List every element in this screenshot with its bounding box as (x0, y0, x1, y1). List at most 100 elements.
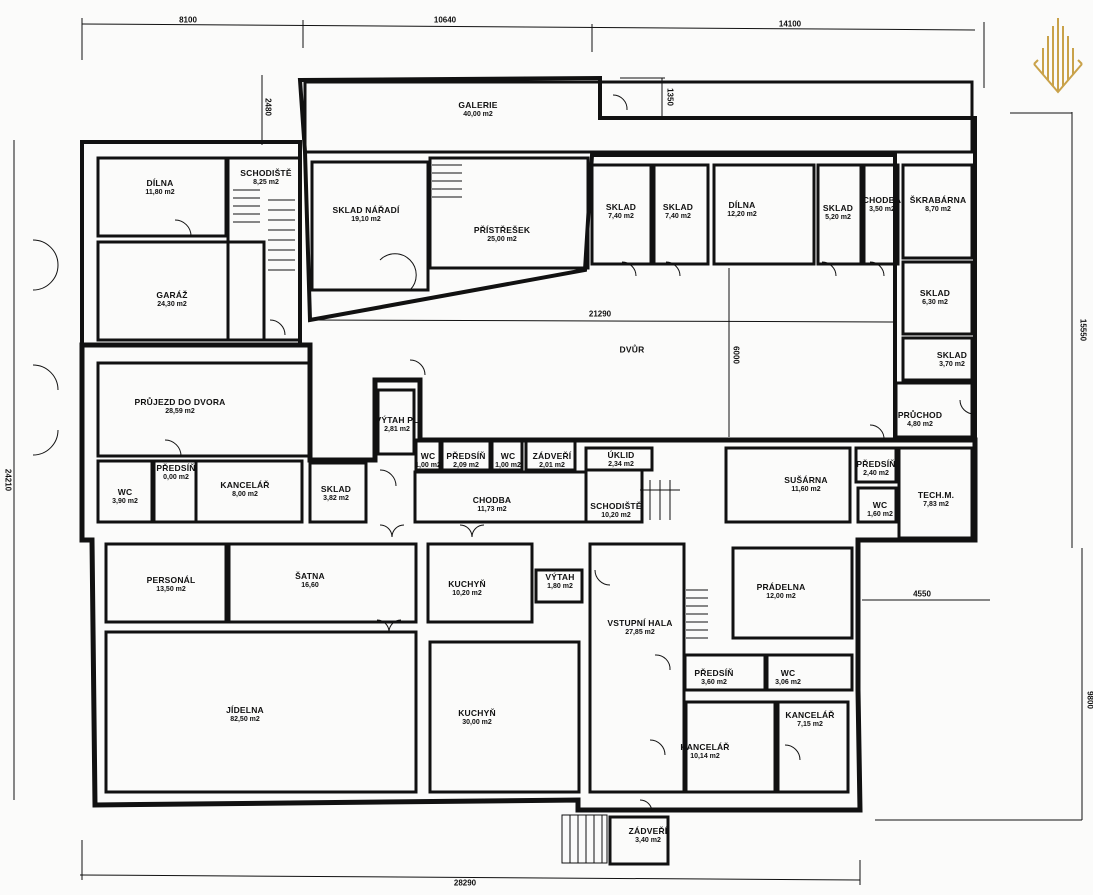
room-area: 40,00 m2 (463, 111, 493, 118)
room-wall (414, 438, 442, 472)
room-wall (776, 700, 850, 794)
outer-wall-courtyard-wing (297, 75, 977, 442)
room-area: 8,25 m2 (253, 179, 279, 186)
room-name: ŠATNA (295, 571, 325, 581)
room-area: 12,20 m2 (727, 211, 757, 218)
room-wall (227, 542, 418, 624)
room-wall (684, 700, 777, 794)
room-name: VSTUPNÍ HALA (607, 618, 673, 628)
room-wall (96, 240, 266, 342)
dimension-label: 21290 (588, 309, 612, 319)
room-area: 11,73 m2 (477, 506, 507, 513)
room-wall (712, 163, 816, 266)
room-wall (194, 459, 304, 524)
room-name: KUCHYŇ (458, 708, 496, 718)
room-area: 2,34 m2 (608, 461, 634, 468)
room-area: 2,40 m2 (863, 470, 889, 477)
room-area: 30,00 m2 (462, 719, 492, 726)
room-wall (310, 160, 430, 292)
room-name: VÝTAH (545, 572, 575, 582)
room-area: 13,50 m2 (156, 586, 186, 593)
room-name: SKLAD (662, 202, 694, 212)
room-name: CHODBA (472, 495, 512, 505)
room-name: ZÁDVEŘÍ (628, 826, 668, 836)
room-area: 6,30 m2 (922, 299, 948, 306)
room-name: ÚKLID (607, 450, 635, 460)
room-wall (308, 461, 368, 524)
room-wall (901, 163, 974, 260)
room-area: 25,00 m2 (487, 236, 517, 243)
room-area: 2,01 m2 (539, 462, 565, 469)
room-name: PERSONÁL (146, 575, 196, 585)
room-name: PŘEDSÍŇ (694, 668, 734, 678)
room-name: PŘEDSÍŇ (446, 451, 486, 461)
room-area: 27,85 m2 (625, 629, 655, 636)
stairs-center (640, 480, 708, 639)
room-name: PŘEDSÍŇ (856, 459, 896, 469)
room-area: 5,20 m2 (825, 214, 851, 221)
room-name: PRŮJEZD DO DVORA (134, 397, 226, 407)
dimension-label: 14100 (778, 19, 802, 29)
room-wall (683, 653, 767, 692)
room-area: 4,80 m2 (907, 421, 933, 428)
dimension-label: 8100 (179, 15, 197, 25)
room-area: 12,00 m2 (766, 593, 796, 600)
room-wall (428, 156, 590, 270)
room-wall (731, 546, 854, 640)
room-area: 10,20 m2 (452, 590, 482, 597)
room-name: KUCHYŇ (448, 579, 486, 589)
room-area: 7,83 m2 (923, 501, 949, 508)
room-name: DÍLNA (728, 200, 756, 210)
room-name: WC (420, 451, 436, 461)
room-wall (96, 361, 312, 458)
room-wall (376, 388, 416, 456)
dimension-label: 15550 (1078, 318, 1088, 342)
room-wall (854, 446, 898, 484)
room-area: 16,60 (301, 582, 319, 589)
room-name: WC (500, 451, 516, 461)
room-name: ŠKRABÁRNA (909, 195, 967, 205)
room-name: CHODBA (862, 195, 902, 205)
room-wall (765, 653, 854, 692)
room-name: PŘEDSÍŇ (156, 463, 196, 473)
room-wall (894, 381, 974, 439)
dimension-label: 1350 (665, 88, 675, 106)
room-area: 10,20 m2 (601, 512, 631, 519)
room-area: 3,40 m2 (635, 837, 661, 844)
room-name: SCHODIŠTĚ (590, 501, 642, 511)
room-wall (608, 815, 670, 866)
room-name: PŘÍSTŘEŠEK (473, 225, 531, 235)
room-wall (816, 163, 863, 266)
room-area: 82,50 m2 (230, 716, 260, 723)
room-wall (590, 163, 653, 266)
room-wall (524, 438, 577, 472)
room-name: SKLAD (822, 203, 854, 213)
room-wall (303, 80, 974, 154)
dimension-lines (13, 18, 1083, 885)
dimension-label: 2480 (263, 98, 273, 116)
room-name: SKLAD (936, 350, 968, 360)
room-wall (901, 336, 974, 382)
